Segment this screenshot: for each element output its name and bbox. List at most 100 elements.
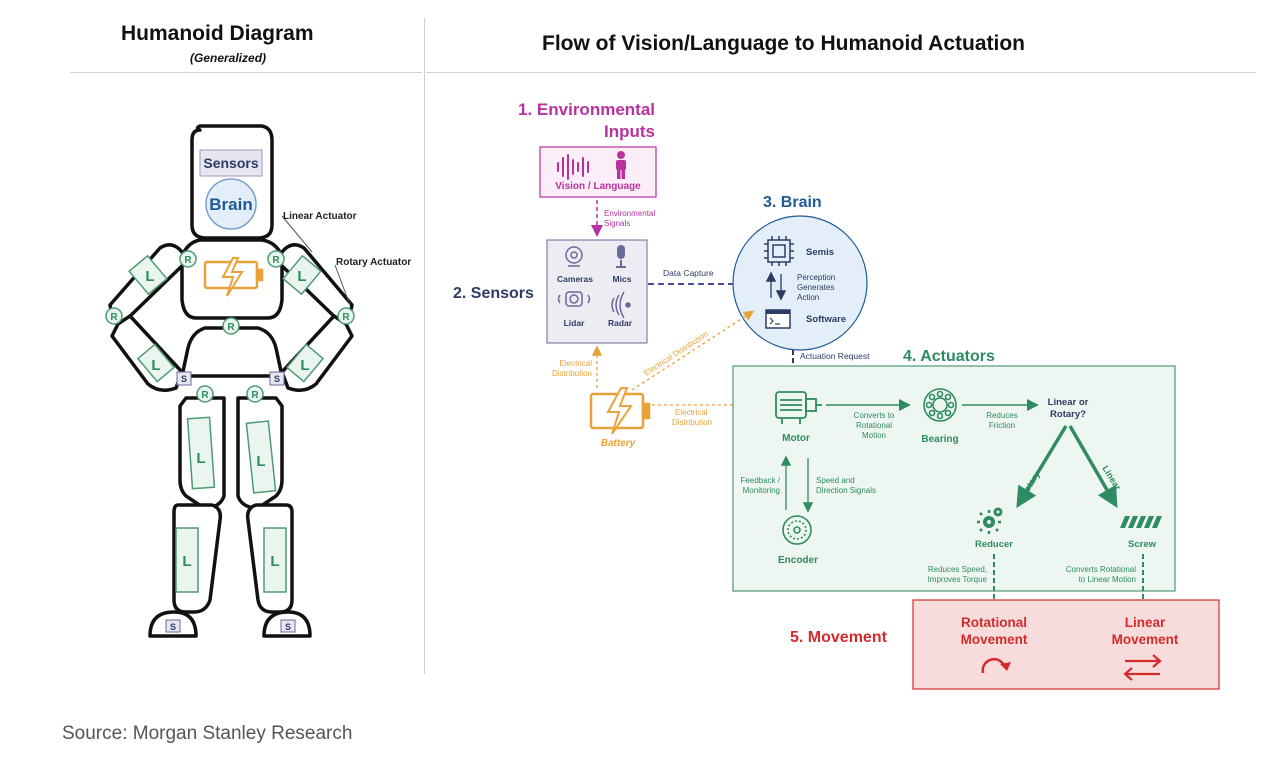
actuation-request-label: Actuation Request [800,351,870,361]
semis-label: Semis [806,247,834,258]
gear-icon [977,507,1003,534]
sensors-title: 2. Sensors [453,285,534,302]
bearing-icon [923,388,957,422]
linear-actuators [128,254,325,593]
linear-actuator-label: Linear Actuator [283,211,357,222]
sensors-label: Sensors [203,155,258,171]
left-title: Humanoid Diagram [121,22,314,45]
column-divider [424,18,425,674]
l-label-5: L [196,450,205,467]
rotary-actuator-label: Rotary Actuator [336,257,411,268]
env-title-line1: 1. Environmental [518,100,655,119]
linear-line1: Linear [1125,615,1166,630]
reduces-line2: Friction [989,421,1015,430]
motor-label: Motor [782,433,810,444]
rotary-branch-arrow [1016,425,1068,508]
l-box-left-arm [128,254,168,296]
linear-line2: Movement [1112,632,1179,647]
perception-line3: Action [797,293,819,302]
encoder-label: Encoder [778,555,818,566]
converts-line2: Rotational [856,421,892,430]
battery-motor-elec2: Distribution [672,418,712,427]
env-signals-line2: Signals [604,219,630,228]
r-label-4: R [342,312,350,323]
r-label-1: R [184,255,192,266]
battery-sensors-elec1: Electrical [560,359,593,368]
reducer-label: Reducer [975,539,1013,550]
feedback-line1: Feedback / [740,476,780,485]
linrot-line2: Rotary? [1050,409,1086,420]
linear-branch-arrow [1068,425,1118,509]
motor-icon [775,391,822,424]
software-label: Software [806,314,846,325]
r-label-6: R [201,390,209,401]
l-label-7: L [182,553,191,570]
l-box-right-shin [263,527,287,593]
lidar-label: Lidar [564,318,585,328]
l-box-right-thigh [245,420,277,494]
person-icon [616,151,626,179]
linear-actuator-leader [281,215,313,253]
microphone-icon [616,245,626,268]
lidar-icon [557,291,591,307]
r-label-5: R [227,322,235,333]
battery-label: Battery [601,438,636,449]
reducer-desc1: Reduces Speed, [928,565,987,574]
cameras-label: Cameras [557,274,593,284]
l-box-right-arm [282,254,322,296]
converts-line3: Motion [862,431,886,440]
mics-label: Mics [613,274,632,284]
rotational-line2: Movement [961,632,1028,647]
l-label-2: L [297,268,306,285]
terminal-icon [765,309,791,329]
rotary-actuator-leader [334,264,351,306]
bearing-label: Bearing [921,434,958,445]
vision-language-box [539,146,657,198]
rotation-arrow-head [1000,662,1011,671]
screw-icon [1120,516,1162,528]
s-label-4: S [285,622,291,632]
battery-brain-elec: Electrical Distribution [642,329,710,377]
l-label-4: L [300,357,309,374]
feedback-line2: Monitoring [743,486,780,495]
battery-icon [589,387,651,435]
rotational-line1: Rotational [961,615,1027,630]
radar-icon [611,291,631,319]
l-label-8: L [270,553,279,570]
r-label-3: R [110,312,118,323]
env-signals-line1: Environmental [604,209,655,218]
robot-hips [180,326,284,378]
battery-motor-elec1: Electrical [675,408,708,417]
sound-wave-icon [557,154,589,180]
l-label-3: L [151,357,160,374]
brain-circle [205,178,257,230]
perception-line1: Perception [797,273,835,282]
camera-icon [565,246,583,267]
left-subtitle: (Generalized) [190,51,267,65]
env-title-line2: Inputs [604,122,655,141]
robot-battery-icon [203,257,264,297]
header-rule-right [426,72,1256,73]
movement-panel [912,599,1220,690]
r-label-7: R [251,390,259,401]
brain-label: Brain [209,195,252,214]
l-box-left-thigh [186,416,216,490]
s-label-3: S [170,622,176,632]
vision-language-label: Vision / Language [555,181,641,192]
screw-desc2: to Linear Motion [1079,575,1136,584]
sensors-box [199,149,263,177]
chip-icon [764,236,794,266]
s-label-1: S [181,374,187,384]
movement-title: 5. Movement [790,629,888,646]
perception-line2: Generates [797,283,834,292]
reduces-line1: Reduces [986,411,1018,420]
rotary-joints [105,250,355,403]
encoder-icon [782,515,812,545]
s-sensors [165,371,296,633]
screw-label: Screw [1128,539,1157,550]
radar-label: Radar [608,318,633,328]
swap-arrows-icon [1123,654,1162,681]
brain-title: 3. Brain [763,194,822,211]
right-title: Flow of Vision/Language to Humanoid Actu… [542,32,1025,55]
